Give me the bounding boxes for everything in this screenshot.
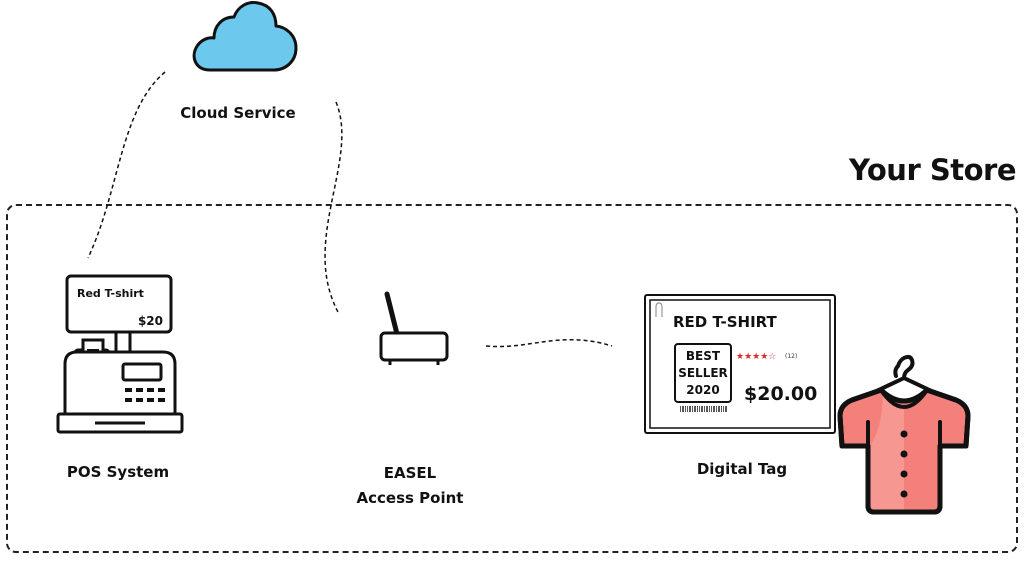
rating-stars: ★★★★☆: [736, 352, 776, 362]
ap-tag-link: [485, 339, 613, 348]
svg-text:2020: 2020: [686, 383, 719, 397]
cloud-service-label: Cloud Service: [180, 104, 296, 122]
cloud-ap-link: [324, 101, 343, 313]
svg-text:SELLER: SELLER: [678, 366, 728, 380]
store-boundary: [6, 204, 1018, 553]
tshirt-on-hanger-icon: [837, 354, 971, 515]
review-count: (12): [785, 353, 797, 360]
tag-product-name: RED T-SHIRT: [673, 313, 778, 331]
access-point-label-line2: Access Point: [356, 489, 464, 507]
pos-terminal-icon: Red T-shirt $20: [56, 274, 184, 434]
pos-screen-price: $20: [138, 314, 163, 328]
digital-tag-label: Digital Tag: [696, 460, 788, 478]
barcode: [680, 406, 727, 412]
access-point-label-line1: EASEL: [383, 464, 437, 482]
router-icon: [379, 291, 449, 365]
store-title: Your Store: [849, 153, 1016, 187]
pos-system-label: POS System: [66, 463, 170, 481]
pos-screen-item: Red T-shirt: [77, 287, 144, 300]
paperclip-icon: [655, 302, 663, 317]
svg-text:BEST: BEST: [686, 349, 721, 363]
best-seller-badge: [674, 343, 732, 403]
digital-price-tag: RED T-SHIRT BEST SELLER 2020 ★★★★☆ (12) …: [644, 294, 836, 434]
tag-price: $20.00: [744, 383, 817, 405]
cloud-pos-link: [87, 71, 166, 259]
cloud-icon: [192, 1, 298, 72]
